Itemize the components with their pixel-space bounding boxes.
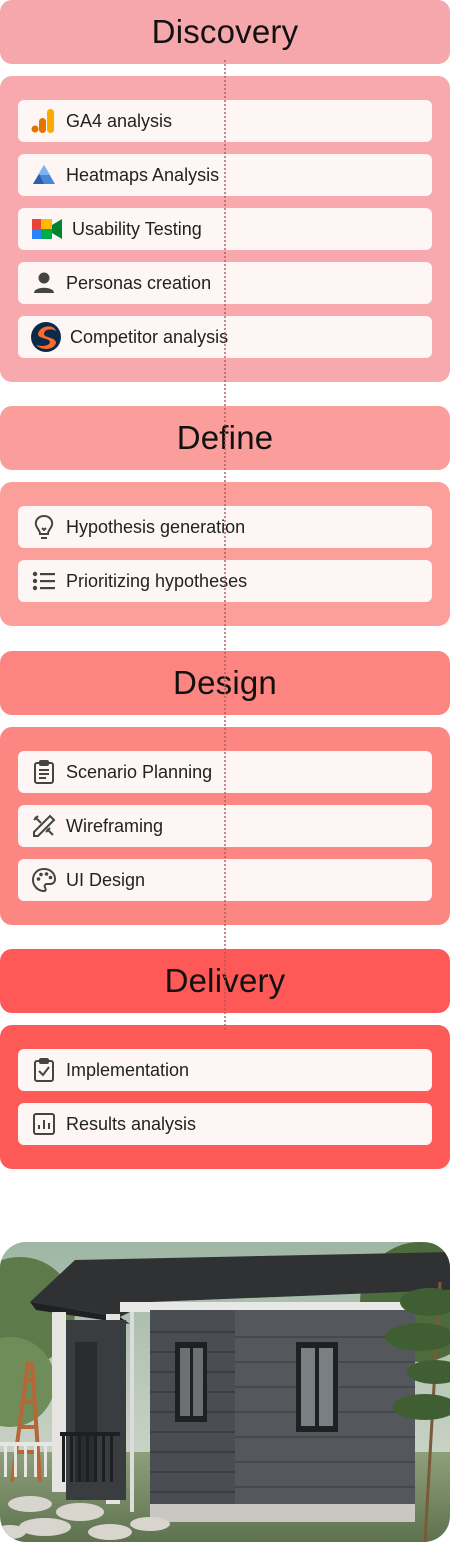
stage-panel-delivery xyxy=(0,1025,450,1169)
list-item-results-analysis[interactable]: Results analysis xyxy=(18,1103,432,1145)
stage-header-discovery: Discovery xyxy=(0,0,450,64)
ga4-icon xyxy=(30,107,58,135)
similarweb-icon xyxy=(30,322,62,352)
timeline-dotted-line xyxy=(224,60,226,1030)
tools-icon xyxy=(30,812,58,840)
bar-chart-icon xyxy=(30,1110,58,1138)
person-icon xyxy=(30,269,58,297)
house-illustration xyxy=(0,1242,450,1542)
checklist-icon xyxy=(30,1056,58,1084)
meet-icon xyxy=(30,215,64,243)
list-item-implementation[interactable]: Implementation xyxy=(18,1049,432,1091)
clipboard-icon xyxy=(30,758,58,786)
palette-icon xyxy=(30,866,58,894)
heatmap-icon xyxy=(30,161,58,189)
lightbulb-icon xyxy=(30,513,58,541)
stage-title: Discovery xyxy=(151,13,299,50)
list-icon xyxy=(30,567,58,595)
